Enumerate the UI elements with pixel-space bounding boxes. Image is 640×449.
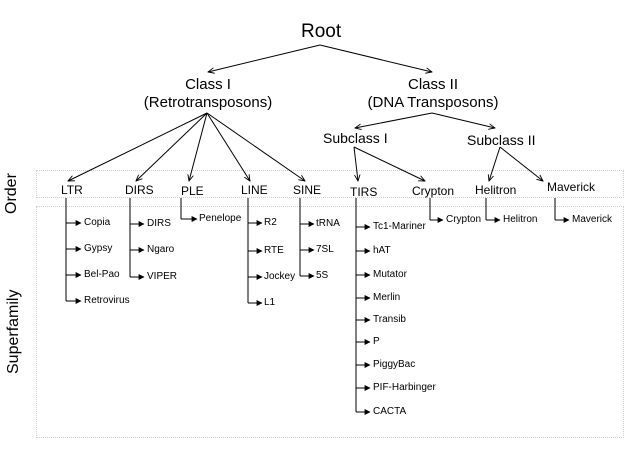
superfamily-bel-pao: Bel-Pao [84,269,120,280]
superfamily-rte: RTE [264,245,284,256]
order-tirs: TIRS [350,185,378,199]
superfamily-helitron: Helitron [503,214,538,225]
subclass-i-node: Subclass I [323,130,388,146]
class-ii-subtitle: (DNA Transposons) [367,94,499,111]
superfamily-dirs: DIRS [147,218,171,229]
root-node: Root [301,21,342,42]
order-axis-label: Order [3,173,20,214]
superfamily-retrovirus: Retrovirus [84,295,130,306]
order-maverick: Maverick [547,180,596,194]
superfamily-piggybac: PiggyBac [373,359,416,370]
order-ltr: LTR [61,183,83,197]
order-ple: PLE [181,184,204,198]
superfamily-panel [36,206,624,438]
superfamily-jockey: Jockey [264,271,296,282]
superfamily-axis-label: Superfamily [5,289,22,374]
class-ii-title: Class II [407,76,459,93]
superfamily-viper: VIPER [147,271,178,282]
order-dirs: DIRS [125,183,154,197]
superfamily-copia: Copia [84,217,111,228]
superfamily-trna: tRNA [316,218,340,229]
order-panel [36,170,624,198]
superfamily-r2: R2 [264,217,277,228]
superfamily-pif-harbinger: PIF-Harbinger [373,382,436,393]
superfamily-gypsy: Gypsy [84,243,113,254]
superfamily-7sl: 7SL [316,244,334,255]
order-line: LINE [241,183,268,197]
class-ii-node: Class II (DNA Transposons) [368,77,499,110]
superfamily-p: P [373,336,380,347]
superfamily-penelope: Penelope [199,213,242,224]
class-i-node: Class I (Retrotransposons) [144,77,272,110]
superfamily-transib: Transib [373,314,406,325]
superfamily-cacta: CACTA [373,406,407,417]
superfamily-maverick: Maverick [572,214,613,225]
superfamily-mutator: Mutator [373,269,407,280]
class-i-subtitle: (Retrotransposons) [143,94,273,111]
superfamily-hat: hAT [373,245,391,256]
superfamily-l1: L1 [264,297,276,308]
superfamily-ngaro: Ngaro [147,244,175,255]
superfamily-merlin: Merlin [373,292,401,303]
superfamily-5s: 5S [316,270,329,281]
class-i-title: Class I [185,76,231,93]
superfamily-tc1-mariner: Tc1-Mariner [373,221,426,232]
order-sine: SINE [293,183,322,197]
order-crypton: Crypton [412,184,455,198]
subclass-ii-node: Subclass II [467,132,536,148]
order-helitron: Helitron [475,183,517,197]
superfamily-crypton: Crypton [446,214,482,225]
